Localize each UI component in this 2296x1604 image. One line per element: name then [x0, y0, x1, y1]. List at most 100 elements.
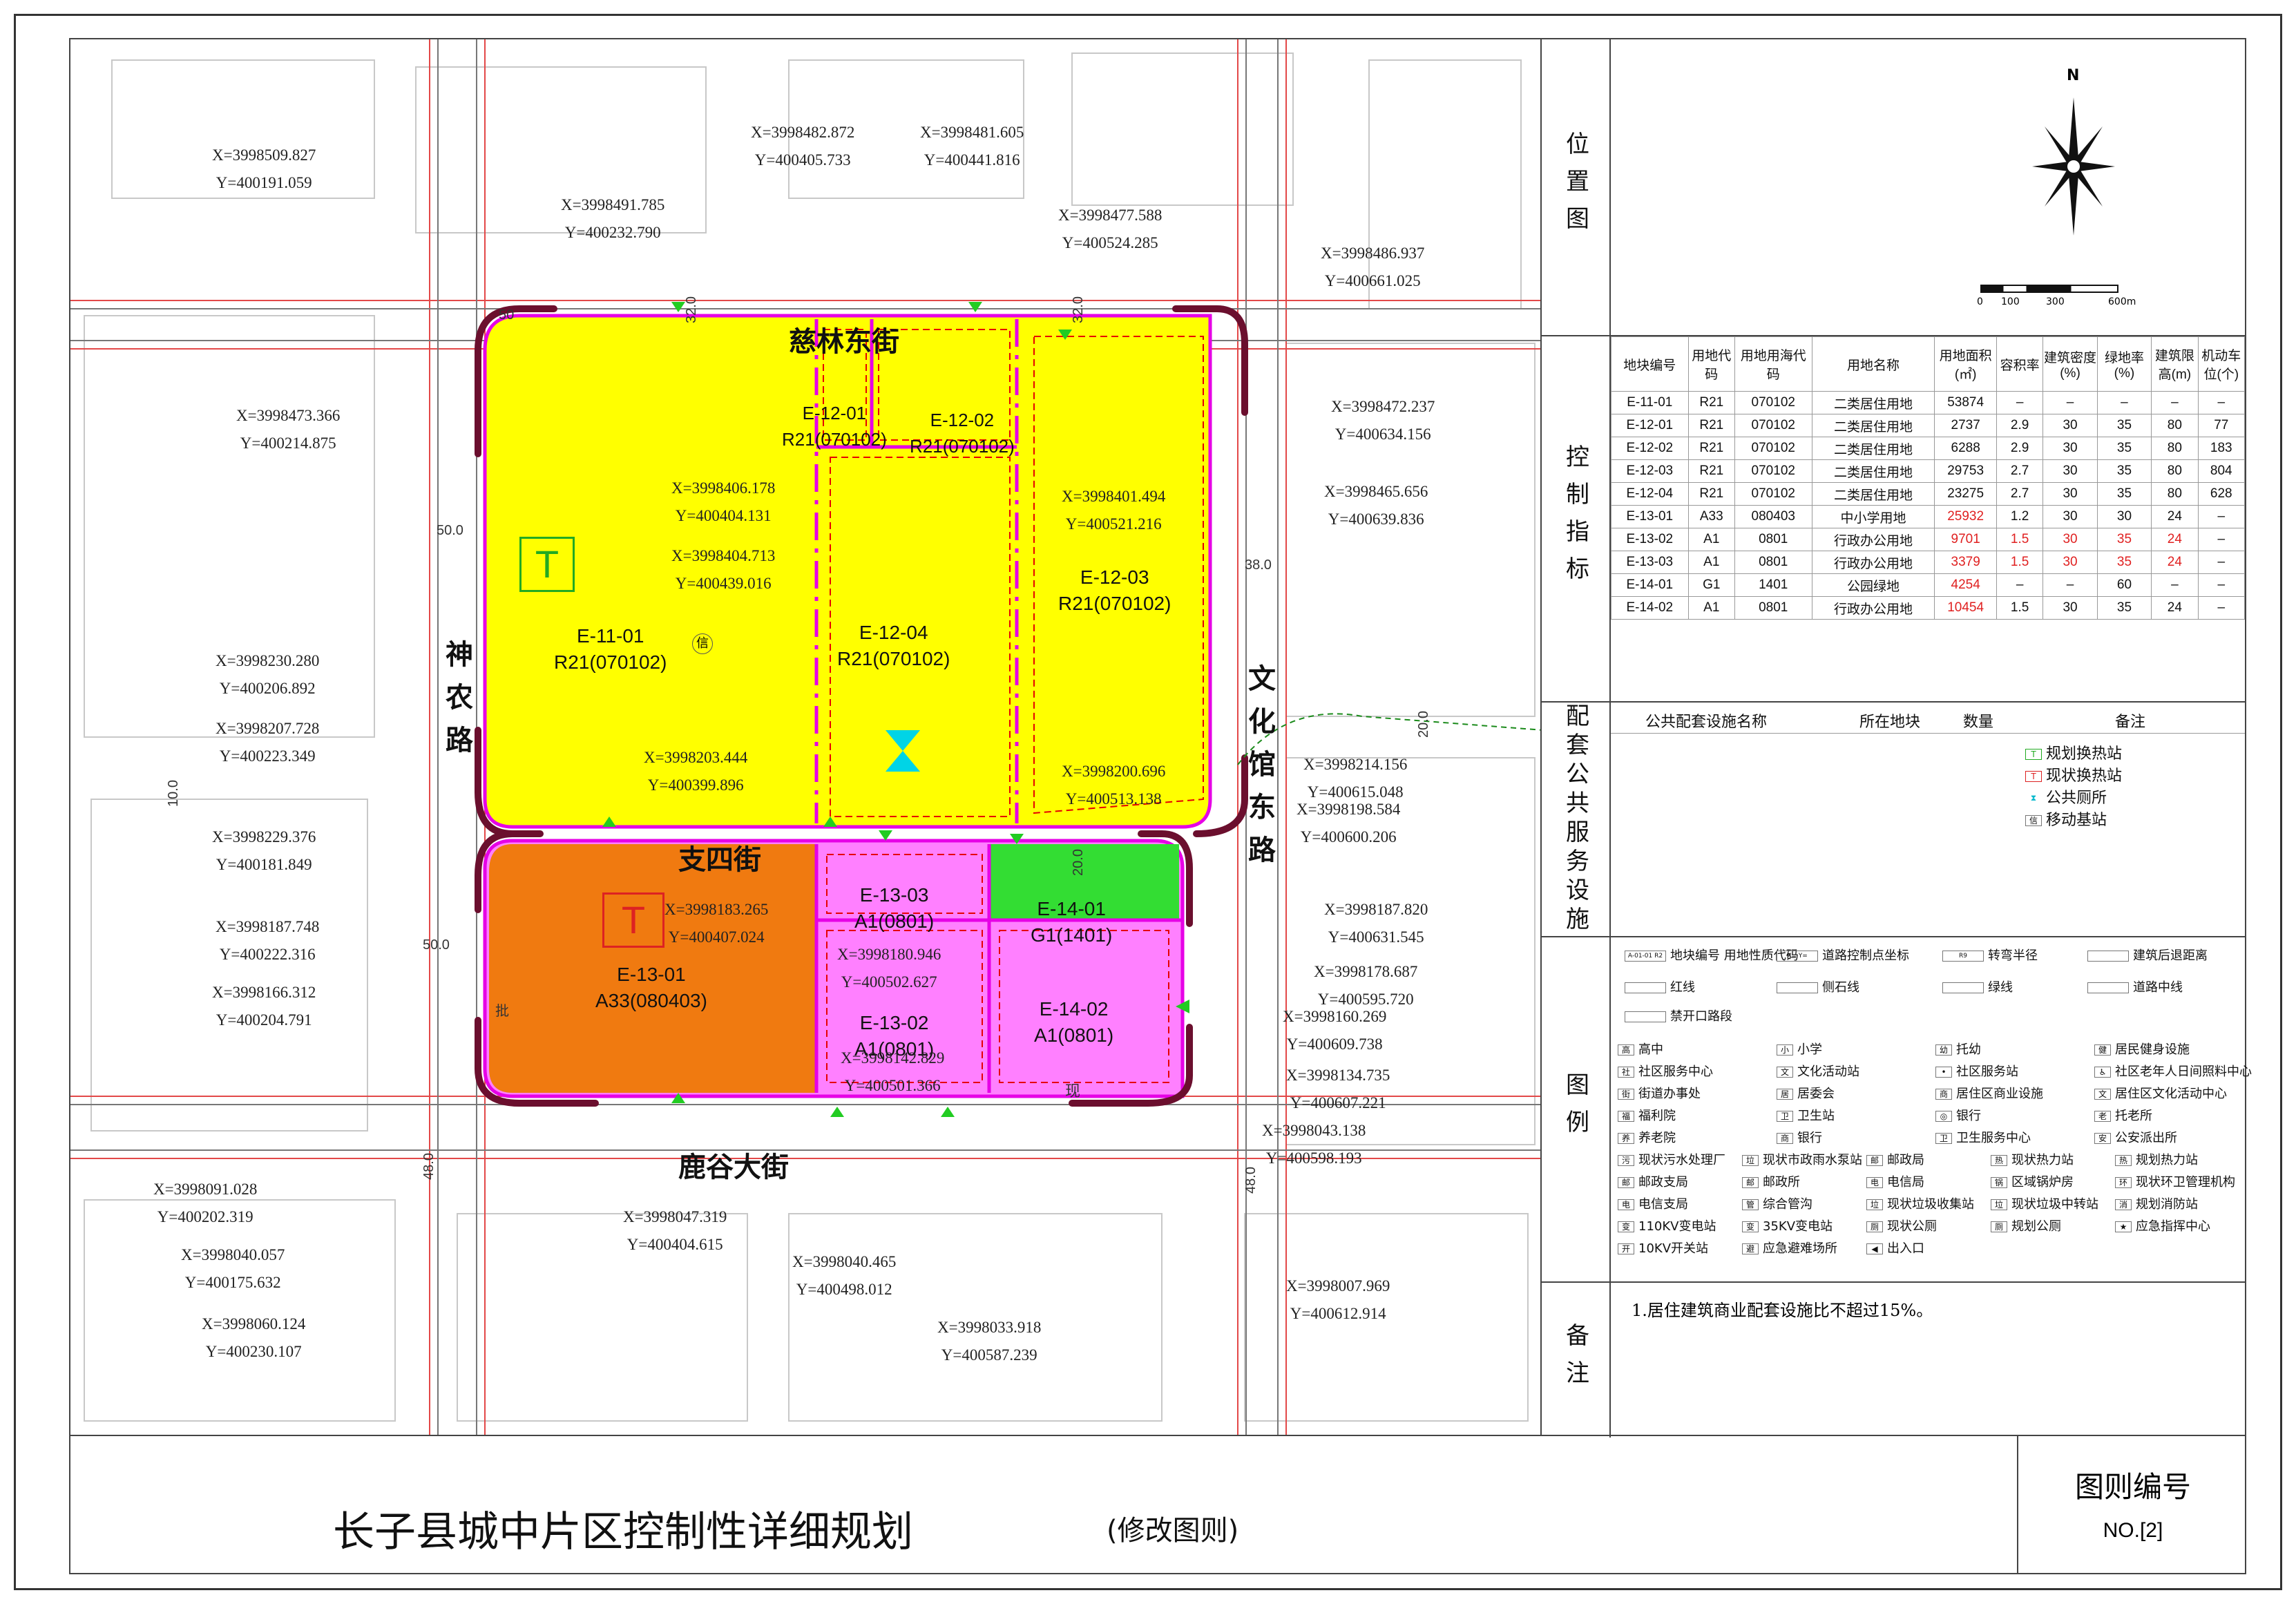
plot-code: E-12-04	[859, 622, 928, 643]
control-section: 控制指标 地块编号 用地代码 用地用海代码 用地名称 用地面积(㎡) 容积率 建…	[1542, 336, 2246, 703]
plot-use: A1(0801)	[854, 910, 935, 932]
legend-symbol-icon: A-01-01 R2	[1625, 951, 1666, 962]
legend-item: 邮邮政支局	[1618, 1172, 1688, 1190]
legend-label: 居委会	[1797, 1087, 1835, 1101]
control-table-header: 地块编号 用地代码 用地用海代码 用地名称 用地面积(㎡) 容积率 建筑密度(%…	[1611, 336, 2246, 392]
legend-label: 综合管沟	[1763, 1197, 1812, 1212]
plot-use: R21(070102)	[1058, 593, 1171, 614]
facility-item: ⧗公共厕所	[2025, 785, 2107, 808]
legend-label: 110KV变电站	[1638, 1219, 1716, 1234]
legend-item: 幼托幼	[1935, 1040, 1981, 1058]
planned-transformer-icon: T	[2025, 749, 2042, 760]
col-header: 容积率	[1996, 336, 2044, 392]
legend-symbol-icon: 老	[2094, 1111, 2111, 1122]
legend-symbol-icon: 变	[1618, 1221, 1634, 1232]
plot-use: R21(070102)	[782, 429, 887, 450]
legend-label: 电信局	[1887, 1175, 1924, 1190]
north-arrow-icon: N	[2025, 67, 2122, 247]
legend-item: 热现状热力站	[1991, 1150, 2074, 1168]
legend-label: 现状环卫管理机构	[2136, 1175, 2235, 1190]
legend-label: 居民健身设施	[2115, 1042, 2190, 1057]
street-east: 文化馆东路	[1248, 663, 1276, 866]
setback-lines-south	[826, 854, 1169, 1083]
block-school	[489, 844, 816, 1093]
legend-symbol-icon: 安	[2094, 1133, 2111, 1144]
drawing-sheet	[14, 14, 2282, 1590]
legend-item: ◎银行	[1935, 1106, 1981, 1124]
col-header: 地块编号	[1611, 336, 1689, 392]
legend-item: 文文化活动站	[1777, 1062, 1859, 1080]
legend-item: 卫卫生站	[1777, 1106, 1835, 1124]
legend-item: 安公安派出所	[2094, 1128, 2177, 1146]
dim-label: 10.0	[165, 780, 181, 807]
facility-header: 公共配套设施名称	[1645, 714, 1768, 731]
legend-label: 公安派出所	[2115, 1131, 2177, 1145]
remarks-text: 1.居住建筑商业配套设施比不超过15%。	[1632, 1301, 1933, 1320]
legend-top-item: X= Y=道路控制点坐标	[1777, 946, 1909, 964]
legend-symbol-icon: 小	[1777, 1044, 1793, 1056]
legend-label: 社区服务中心	[1638, 1064, 1713, 1079]
remarks-section: 备注 1.居住建筑商业配套设施比不超过15%。	[1542, 1283, 2245, 1438]
dim-label: 38.0	[1245, 557, 1272, 573]
legend-symbol-icon: ♿	[2094, 1067, 2111, 1078]
plot-code: E-12-01	[802, 403, 867, 423]
existing-transformer-icon: T	[2025, 771, 2042, 782]
legend-label: 现状污水处理厂	[1638, 1153, 1725, 1167]
legend-symbol-icon: 卫	[1777, 1111, 1793, 1122]
legend-label: 侧石线	[1822, 980, 1859, 995]
block-north-dividers	[814, 319, 1019, 823]
legend-item: ★ 应急指挥中心	[2115, 1216, 2210, 1234]
facility-title: 配套公共服务设施	[1542, 703, 1611, 936]
legend-symbol-icon: 厕	[1991, 1221, 2007, 1232]
legend-symbol-icon: ◀	[1866, 1243, 1883, 1254]
legend-item: 厕现状公厕	[1866, 1216, 1937, 1234]
north-letter: N	[2067, 67, 2080, 84]
legend-symbol-icon: 幼	[1935, 1044, 1952, 1056]
col-header: 建筑限高(m)	[2151, 336, 2199, 392]
plot-code: E-12-03	[1080, 566, 1149, 588]
scale-label: 600m	[2108, 296, 2136, 307]
setback-lines-north	[823, 329, 1204, 817]
legend-item: 垃现状垃圾中转站	[1991, 1194, 2098, 1212]
legend-symbol-icon: 文	[2094, 1089, 2111, 1100]
legend-symbol-icon: 健	[2094, 1044, 2111, 1056]
legend-item: ◀出入口	[1866, 1239, 1924, 1257]
legend-label: 银行	[1797, 1131, 1822, 1145]
legend-symbol-icon: 锅	[1991, 1177, 2007, 1188]
legend-item: 商居住区商业设施	[1935, 1084, 2043, 1102]
legend-label: 规划消防站	[2136, 1197, 2198, 1212]
legend-label: 红线	[1670, 980, 1695, 995]
legend-symbol-icon: 社	[1618, 1067, 1634, 1078]
approved-mark: 批	[495, 1002, 509, 1019]
legend-label: 应急指挥中心	[2136, 1219, 2210, 1234]
legend-symbol-icon: 消	[2115, 1199, 2132, 1210]
legend-symbol-icon: 热	[1991, 1155, 2007, 1166]
legend-label: 10KV开关站	[1638, 1241, 1709, 1256]
legend-label: 现状热力站	[2011, 1153, 2074, 1167]
drawing-title: 长子县城中片区控制性详细规划	[333, 1508, 913, 1556]
legend-symbol-icon: ★	[2115, 1221, 2132, 1232]
plot-code: E-14-02	[1039, 998, 1109, 1020]
dim-label: 48.0	[1243, 1167, 1259, 1194]
legend-label: 地块编号 用地性质代码	[1670, 948, 1799, 963]
legend-item: 管综合管沟	[1742, 1194, 1812, 1212]
